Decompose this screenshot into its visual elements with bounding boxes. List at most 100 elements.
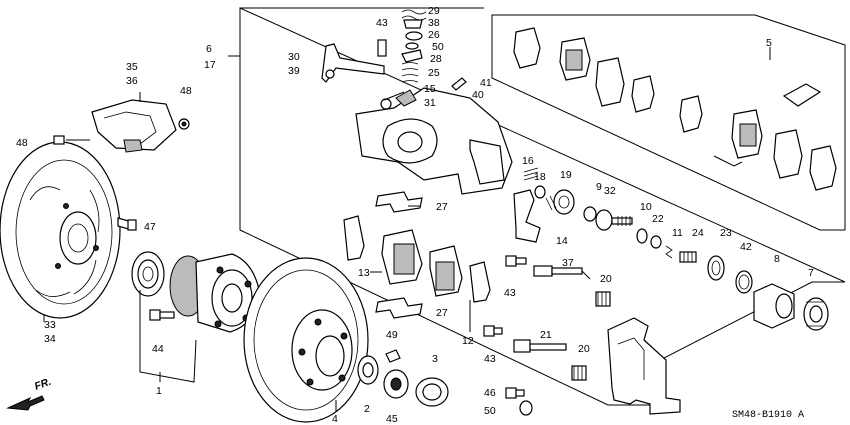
callout-22: 22 xyxy=(652,213,664,225)
bolt-47 xyxy=(117,217,137,231)
callout-38: 38 xyxy=(428,17,440,29)
callout-34: 34 xyxy=(44,333,56,345)
pad-retainer-14 xyxy=(513,189,541,243)
spindle-nut-45 xyxy=(383,369,409,399)
pad-shim-13 xyxy=(343,215,365,261)
callout-26: 26 xyxy=(428,29,440,41)
callout-39: 39 xyxy=(288,65,300,77)
leader-1 xyxy=(139,290,197,383)
diagram-code: SM48-B1910 A xyxy=(732,410,804,421)
callout-45: 45 xyxy=(386,413,398,425)
screw-49 xyxy=(385,349,401,363)
bolt-40-41 xyxy=(451,77,467,91)
callout-47: 47 xyxy=(144,221,156,233)
lever-26-50-28 xyxy=(401,31,423,63)
callout-31: 31 xyxy=(424,97,436,109)
washer-9 xyxy=(583,206,597,222)
callout-28: 28 xyxy=(430,53,442,65)
spring-24 xyxy=(679,251,697,263)
guide-pin-21 xyxy=(513,339,567,353)
boot-20-upper xyxy=(595,291,611,307)
cup-18 xyxy=(534,185,546,199)
callout-37: 37 xyxy=(562,257,574,269)
callout-labels: 33 34 35 36 48 48 47 44 1 4 2 45 3 49 6 … xyxy=(16,5,814,425)
callout-18: 18 xyxy=(534,171,546,183)
callout-20-upper: 20 xyxy=(600,273,612,285)
bolt-46 xyxy=(505,387,525,399)
callout-35: 35 xyxy=(126,61,138,73)
front-direction-arrow xyxy=(6,395,45,411)
o-ring-10 xyxy=(636,228,648,244)
splash-shield xyxy=(91,99,177,153)
callout-16: 16 xyxy=(522,155,534,167)
callout-19: 19 xyxy=(560,169,572,181)
pad-spring-27-bottom xyxy=(375,297,423,319)
callout-41: 41 xyxy=(480,77,492,89)
boot-20-lower xyxy=(571,365,587,381)
backing-plate xyxy=(0,141,121,319)
callout-5: 5 xyxy=(766,37,772,49)
piston-boot-7 xyxy=(803,297,829,331)
callout-42: 42 xyxy=(740,241,752,253)
callout-11: 11 xyxy=(672,227,683,239)
callout-29: 29 xyxy=(428,5,440,17)
spring-25 xyxy=(401,62,419,83)
guide-pin-37 xyxy=(533,265,591,280)
callout-8: 8 xyxy=(774,253,780,265)
bolt-43-mid xyxy=(505,255,527,267)
callout-30: 30 xyxy=(288,51,300,63)
grease-cap-3 xyxy=(415,377,449,407)
washer-2 xyxy=(357,355,379,385)
bolt-48-right xyxy=(178,118,190,130)
callout-40: 40 xyxy=(472,89,484,101)
adjuster-spindle-32 xyxy=(595,209,633,231)
callout-48-top: 48 xyxy=(180,85,192,97)
callout-36: 36 xyxy=(126,75,138,87)
bolt-43-top xyxy=(377,39,387,57)
callout-24: 24 xyxy=(692,227,704,239)
callout-21: 21 xyxy=(540,329,552,341)
bolt-43-low xyxy=(483,325,503,337)
seal-22 xyxy=(650,235,662,249)
clip-11 xyxy=(665,245,673,259)
callout-12: 12 xyxy=(462,335,474,347)
pad-kit-frame xyxy=(491,14,846,231)
washer-50-low xyxy=(519,400,533,416)
caliper-bracket xyxy=(607,317,681,415)
bolt-48-left xyxy=(53,135,65,145)
caliper-body xyxy=(355,87,513,195)
pad-kit-parts xyxy=(513,27,837,191)
spring-16 xyxy=(523,167,539,181)
piston-8 xyxy=(753,283,795,329)
callout-50-top: 50 xyxy=(432,41,444,53)
hub-flange xyxy=(169,253,261,333)
hub-bolt-44 xyxy=(149,309,175,321)
callout-4: 4 xyxy=(332,413,338,425)
callout-15: 15 xyxy=(424,83,436,95)
callout-25: 25 xyxy=(428,67,440,79)
callout-3: 3 xyxy=(432,353,438,365)
ring-42 xyxy=(735,270,753,294)
pad-spring-27-top xyxy=(375,191,423,213)
hub-seal xyxy=(131,251,165,297)
pad-13 xyxy=(381,229,423,285)
callout-49: 49 xyxy=(386,329,398,341)
callout-10: 10 xyxy=(640,201,652,213)
callout-20-lower: 20 xyxy=(578,343,590,355)
callout-32: 32 xyxy=(604,185,616,197)
callout-17: 17 xyxy=(204,59,216,71)
lever-30-39 xyxy=(321,43,385,83)
callout-9: 9 xyxy=(596,181,602,193)
snap-ring-23 xyxy=(707,255,725,281)
spring-19 xyxy=(545,189,575,215)
front-direction-label: FR. xyxy=(33,376,53,393)
callout-6: 6 xyxy=(206,43,212,55)
callout-50-low: 50 xyxy=(484,405,496,417)
callout-33: 33 xyxy=(44,319,56,331)
brake-disc xyxy=(243,257,369,423)
callout-43-top: 43 xyxy=(376,17,388,29)
callout-43-mid: 43 xyxy=(504,287,516,299)
callout-48-left: 48 xyxy=(16,137,28,149)
pad-12 xyxy=(429,245,491,303)
